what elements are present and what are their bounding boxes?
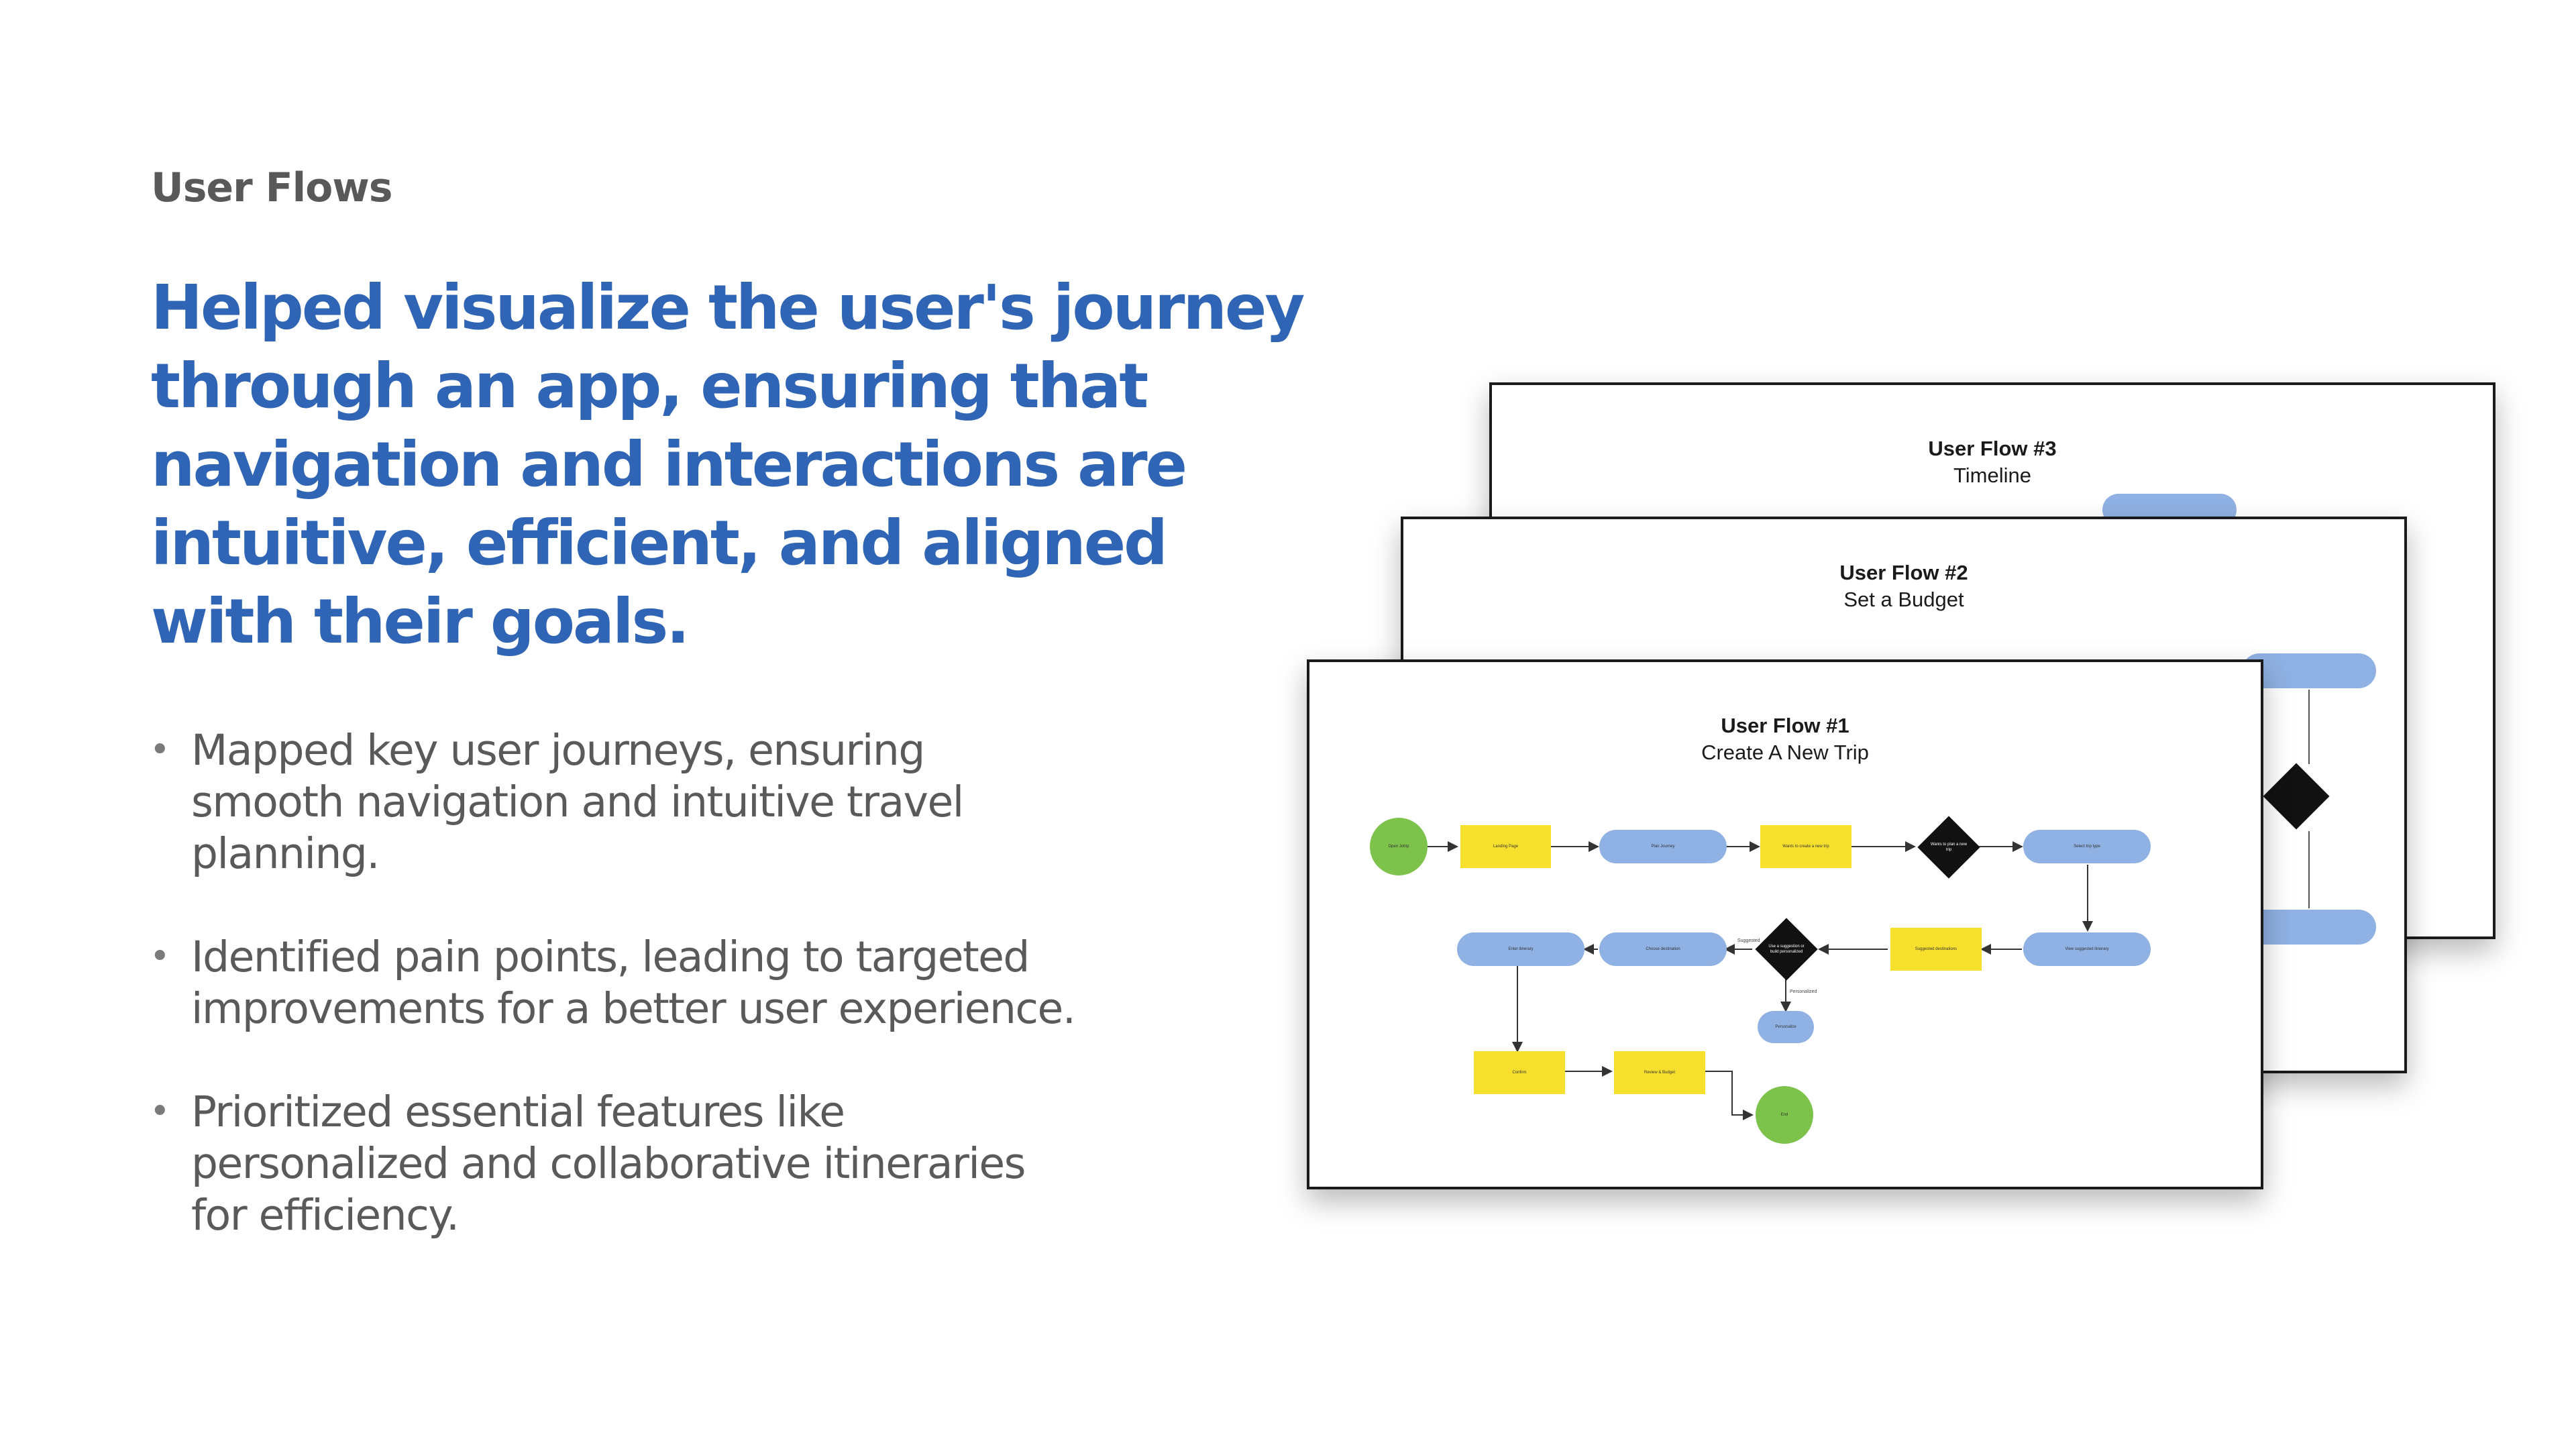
flow1-enter-itin-node: Enter itinerary [1457,932,1585,966]
headline: Helped visualize the user's journey thro… [151,272,1305,657]
bullet-icon: • [150,1091,170,1132]
user-flow-2-title: User Flow #2 [1839,561,1968,584]
flow1-view-detail-label: View suggested itinerary [2065,947,2109,951]
flow1-end-label: End [1780,1113,1788,1117]
user-flow-3-heading: User Flow #3 Timeline [1492,435,2493,489]
flow1-start-node: Open Jotrip [1370,818,1428,875]
flow1-wants-new-node: Wants to create a new trip [1760,825,1851,868]
flow1-select-trip-label: Select trip type [2074,845,2100,849]
flow2-connectors [2308,690,2310,908]
flow1-personal-decision-label: Use a suggestion or build personalized [1768,945,1805,954]
user-flow-1-heading: User Flow #1 Create A New Trip [1309,712,2261,766]
flow1-edge-label-personalized: Personalized [1790,989,1817,994]
flow1-landing-node: Landing Page [1460,825,1551,868]
bullet-text: Identified pain points, leading to targe… [191,932,1076,1033]
bullet-item: • Prioritized essential features like pe… [144,1086,1083,1241]
flow1-confirm-node: Confirm [1474,1051,1565,1094]
flow2-node [2242,910,2376,945]
flow1-planner-label: Plan Journey [1651,845,1675,849]
bullet-icon: • [150,936,170,977]
flow1-confirm-label: Confirm [1512,1071,1527,1075]
bullet-text: Mapped key user journeys, ensuring smoot… [191,726,964,878]
bullet-list: • Mapped key user journeys, ensuring smo… [144,724,1083,1293]
flow1-personalize-node: Personalize [1758,1011,1814,1043]
bullet-item: • Mapped key user journeys, ensuring smo… [144,724,1083,879]
section-label: User Flows [151,164,393,211]
bullet-item: • Identified pain points, leading to tar… [144,931,1083,1034]
flow1-edge-label-suggested: Suggested [1737,938,1760,943]
flow1-start-label: Open Jotrip [1388,845,1409,849]
flow1-personalize-label: Personalize [1775,1025,1796,1029]
flow1-view-detail-node: View suggested itinerary [2023,932,2151,966]
user-flow-1-title: User Flow #1 [1721,714,1849,737]
flow1-review-node: Review & Budget [1614,1051,1705,1094]
flow1-review-label: Review & Budget [1644,1071,1676,1075]
flow1-wants-new-label: Wants to create a new trip [1782,845,1829,849]
flow1-enter-itin-label: Enter itinerary [1508,947,1534,951]
user-flow-3-subtitle: Timeline [1953,464,2031,487]
flow1-landing-label: Landing Page [1493,845,1519,849]
user-flow-3-title: User Flow #3 [1928,437,2057,460]
user-flow-2-heading: User Flow #2 Set a Budget [1403,559,2404,613]
flow1-end-node: End [1756,1086,1813,1144]
flow2-node [2242,653,2376,688]
flow1-choose-dest-node: Choose destination [1599,932,1727,966]
flow1-suggest-label: Suggested destinations [1915,947,1957,951]
user-flow-1-subtitle: Create A New Trip [1701,741,1869,764]
flow1-plan-decision-label: Wants to plan a new trip [1930,843,1968,852]
flow1-choose-dest-label: Choose destination [1646,947,1680,951]
user-flow-2-subtitle: Set a Budget [1843,588,1964,611]
flow1-planner-node: Plan Journey [1599,830,1727,863]
flow1-select-trip-node: Select trip type [2023,830,2151,863]
flow1-suggest-node: Suggested destinations [1890,928,1982,971]
bullet-text: Prioritized essential features like pers… [191,1087,1026,1240]
bullet-icon: • [150,730,170,770]
user-flow-1-card: User Flow #1 Create A New Trip Open J [1307,659,2263,1189]
